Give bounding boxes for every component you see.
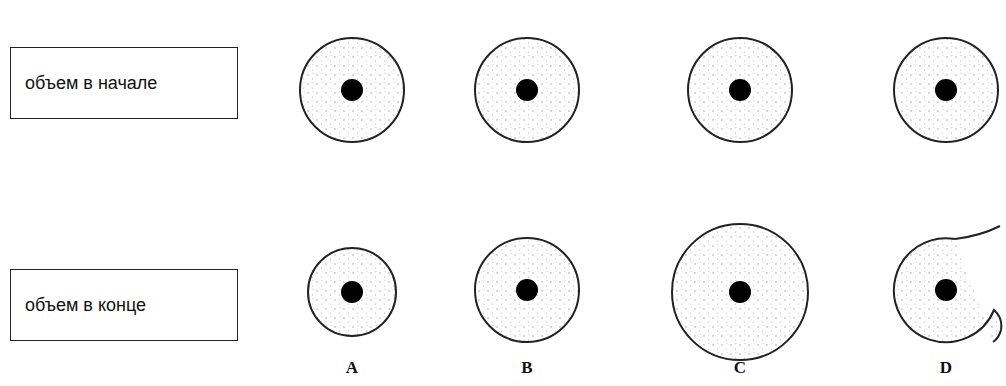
nucleus — [729, 79, 751, 101]
cell — [688, 38, 792, 142]
cell-letter: D — [940, 358, 952, 378]
nucleus — [935, 279, 957, 301]
nucleus — [729, 281, 751, 303]
label-box: объем в конце — [10, 269, 238, 341]
cell-letter: A — [346, 358, 358, 378]
nucleus — [341, 79, 363, 101]
cell-letter: C — [734, 358, 746, 378]
box-text: объем в начале — [11, 73, 171, 94]
cell-swollen — [672, 224, 808, 360]
membrane-tail — [955, 226, 1000, 239]
nucleus — [935, 79, 957, 101]
cell-burst — [894, 238, 1001, 342]
cell — [300, 38, 404, 142]
nucleus — [516, 79, 538, 101]
label-box: объем в начале — [10, 47, 238, 119]
nucleus — [341, 281, 363, 303]
cell-shrunk — [308, 248, 396, 336]
cell — [475, 38, 579, 142]
cell — [894, 38, 998, 142]
cell-same — [475, 238, 579, 342]
box-text: объем в конце — [11, 295, 160, 316]
cell-letter: B — [521, 358, 532, 378]
nucleus — [516, 279, 538, 301]
